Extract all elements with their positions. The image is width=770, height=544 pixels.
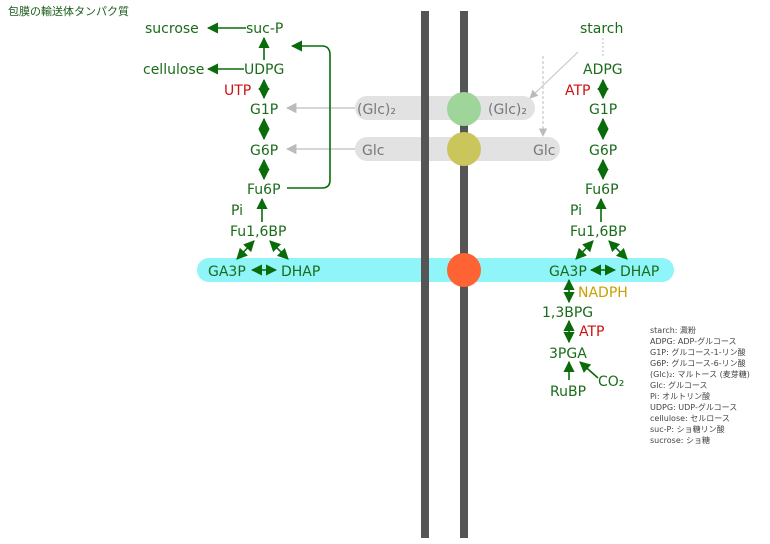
legend-item: UDPG: UDP-グルコース (650, 402, 737, 412)
fu16bp-dhap-arrow (269, 240, 289, 260)
dhap-label-left: DHAP (281, 264, 320, 280)
pi-label-left: Pi (231, 203, 243, 219)
legend-item: ADPG: ADP-グルコース (650, 336, 737, 346)
cellulose-label: cellulose (143, 62, 204, 78)
outer-envelope-membrane (421, 11, 429, 538)
triose-phosphate-translocator (447, 253, 481, 287)
ga3p-label-left: GA3P (208, 264, 246, 280)
maltose-band (355, 96, 535, 120)
pga-label: 3PGA (549, 346, 587, 362)
maltose-label-left: (Glc)₂ (357, 102, 396, 118)
abbreviation-legend: starch: 澱粉 ADPG: ADP-グルコース G1P: グルコース-1-… (650, 325, 750, 445)
maltose-transporter (447, 92, 481, 126)
legend-item: sucrose: ショ糖 (650, 435, 710, 445)
fu16bp-ga3p-arrow-right (575, 240, 594, 260)
nadph-label: NADPH (578, 285, 628, 301)
g1p-label-left: G1P (250, 102, 278, 118)
atp-label-top: ATP (565, 83, 590, 99)
legend-item: cellulose: セルロース (650, 414, 730, 423)
utp-label: UTP (224, 83, 251, 99)
starch-label: starch (580, 21, 623, 37)
co2-label: CO₂ (598, 374, 624, 390)
legend-item: Pi: オルトリン酸 (650, 391, 710, 401)
sucrose-label: sucrose (145, 21, 199, 37)
ga3p-label-right: GA3P (549, 264, 587, 280)
g6p-label-left: G6P (250, 143, 278, 159)
glc-label-right: Glc (533, 143, 555, 159)
g1p-label-right: G1P (589, 102, 617, 118)
pi-label-right: Pi (570, 203, 582, 219)
udpg-label: UDPG (244, 62, 284, 78)
fu16bp-label-right: Fu1,6BP (570, 224, 626, 240)
legend-item: suc-P: ショ糖リン酸 (650, 424, 725, 434)
legend-item: Glc: グルコース (650, 380, 708, 390)
diagram-title: 包膜の輸送体タンパク質 (8, 4, 129, 18)
legend-item: starch: 澱粉 (650, 325, 696, 335)
atp-label-bottom: ATP (579, 324, 604, 340)
fu16bp-label-left: Fu1,6BP (230, 224, 286, 240)
fu6p-label-right: Fu6P (585, 182, 619, 198)
fu16bp-ga3p-arrow (236, 240, 255, 260)
co2-to-pga-arrow (579, 361, 599, 379)
fu6p-to-sucp-arrow (287, 40, 331, 189)
maltose-label-right: (Glc)₂ (488, 102, 527, 118)
bpg-label: 1,3BPG (542, 305, 593, 321)
adpg-label: ADPG (583, 62, 623, 78)
g6p-label-right: G6P (589, 143, 617, 159)
glc-label-left: Glc (362, 143, 384, 159)
legend-item: G6P: グルコース-6-リン酸 (650, 358, 746, 368)
fu16bp-dhap-arrow-right (608, 240, 628, 260)
glucose-transporter (447, 132, 481, 166)
dhap-label-right: DHAP (620, 264, 659, 280)
starch-to-maltose-arrow (529, 51, 579, 99)
sucp-label: suc-P (246, 21, 283, 37)
fu6p-label-left: Fu6P (247, 182, 281, 198)
legend-item: G1P: グルコース-1-リン酸 (650, 347, 746, 357)
legend-item: (Glc)₂: マルトース (麦芽糖) (650, 369, 750, 379)
triose-band (197, 258, 674, 282)
rubp-label: RuBP (550, 384, 586, 400)
